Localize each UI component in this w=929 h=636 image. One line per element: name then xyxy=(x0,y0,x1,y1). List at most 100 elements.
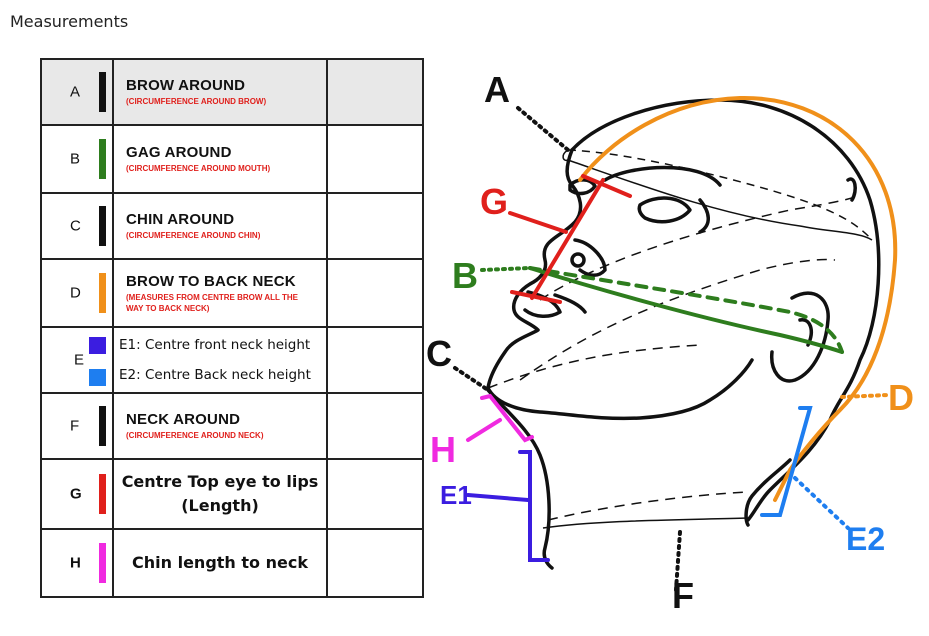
measurement-label: Chin length to neck xyxy=(132,553,308,572)
e1-label: E1: Centre front neck height xyxy=(119,337,311,353)
g-main xyxy=(530,178,605,300)
color-swatch xyxy=(99,406,106,446)
g-leader xyxy=(508,211,568,234)
page-title: Measurements xyxy=(10,12,129,31)
leaders-black xyxy=(453,106,682,592)
leader-f xyxy=(674,530,682,592)
h-leader xyxy=(466,418,502,442)
color-swatch-e1 xyxy=(89,337,106,354)
measurement-label-length: (Length) xyxy=(181,496,259,515)
value-cell[interactable] xyxy=(326,124,424,194)
neck-band-top xyxy=(547,491,749,521)
front-neck xyxy=(486,388,554,570)
value-cell[interactable] xyxy=(326,258,424,328)
leader-c xyxy=(453,366,490,392)
color-swatch xyxy=(99,474,106,514)
description-cell: NECK AROUND (CIRCUMFERENCE AROUND NECK) xyxy=(112,392,328,460)
ear xyxy=(770,291,830,383)
line-g-eye-to-lips xyxy=(508,174,632,304)
mouth xyxy=(523,290,562,318)
code-cell: E xyxy=(40,326,114,394)
label-e1: E1 xyxy=(440,480,472,510)
leader-d xyxy=(840,393,890,399)
description-cell: CHIN AROUND (CIRCUMFERENCE AROUND CHIN) xyxy=(112,192,328,260)
table-row-g: G Centre Top eye to lips (Length) xyxy=(40,458,424,530)
code-letter: H xyxy=(70,554,81,572)
brow-band-tip xyxy=(562,149,569,162)
code-cell: G xyxy=(40,458,114,530)
measurement-label: Centre Top eye to lips xyxy=(121,472,319,491)
measurement-label: BROW TO BACK NECK xyxy=(126,272,296,290)
measurement-label: CHIN AROUND xyxy=(126,211,235,228)
line-h-chin-to-neck xyxy=(466,393,534,443)
table-row-b: B GAG AROUND (CIRCUMFERENCE AROUND MOUTH… xyxy=(40,124,424,194)
measurements-table: A BROW AROUND (CIRCUMFERENCE AROUND BROW… xyxy=(40,58,424,598)
value-cell[interactable] xyxy=(326,392,424,460)
contour-lines xyxy=(487,194,861,389)
color-swatch xyxy=(99,273,106,313)
brow xyxy=(603,165,722,187)
contour-1 xyxy=(539,194,861,301)
code-cell: F xyxy=(40,392,114,460)
code-letter: B xyxy=(70,150,81,168)
measurement-note: (CIRCUMFERENCE AROUND MOUTH) xyxy=(126,164,271,173)
contour-2 xyxy=(519,258,836,381)
table-row-d: D BROW TO BACK NECK (MEASURES FROM CENTR… xyxy=(40,258,424,328)
code-letter: C xyxy=(70,217,81,235)
color-swatch xyxy=(99,543,106,583)
measurement-note: (MEASURES FROM CENTRE BROW ALL THE WAY T… xyxy=(126,292,298,313)
neck-band xyxy=(542,491,749,529)
measurement-note: (CIRCUMFERENCE AROUND BROW) xyxy=(126,97,267,106)
measurement-label: BROW AROUND xyxy=(126,77,246,94)
leader-a xyxy=(516,106,570,152)
brow-band-bottom xyxy=(567,159,873,241)
value-cell[interactable] xyxy=(326,192,424,260)
line-b-gag-around-back xyxy=(528,266,844,354)
measurement-note: (CIRCUMFERENCE AROUND CHIN) xyxy=(126,231,261,240)
color-swatch xyxy=(99,72,106,112)
label-h: H xyxy=(430,429,456,470)
lip-line xyxy=(553,293,587,314)
label-a: A xyxy=(484,69,510,110)
measurement-label: NECK AROUND xyxy=(126,411,241,428)
e1-bracket xyxy=(518,450,550,562)
g-cap-bottom xyxy=(510,290,562,304)
value-cell[interactable] xyxy=(326,326,424,394)
h-bracket xyxy=(480,393,534,443)
label-d: D xyxy=(888,377,914,418)
contour-3 xyxy=(487,344,701,389)
diagram-labels: A G B C D H E1 E2 F xyxy=(426,69,914,616)
brow-side xyxy=(698,198,710,234)
table-row-e: E E1: Centre front neck height E2: Centr… xyxy=(40,326,424,394)
value-cell[interactable] xyxy=(326,458,424,530)
color-swatch xyxy=(99,206,106,246)
value-cell[interactable] xyxy=(326,58,424,126)
code-letter: D xyxy=(70,284,81,302)
code-letter: F xyxy=(70,417,80,435)
label-g: G xyxy=(480,181,508,222)
code-letter: A xyxy=(70,83,81,101)
color-swatch-e2 xyxy=(89,369,106,386)
code-letter: G xyxy=(70,485,82,503)
line-e2-back-neck xyxy=(760,406,850,530)
nostril xyxy=(570,252,586,268)
e2-bracket xyxy=(760,406,813,517)
eye-right xyxy=(637,196,692,224)
table-row-f: F NECK AROUND (CIRCUMFERENCE AROUND NECK… xyxy=(40,392,424,460)
e2-leader xyxy=(793,476,850,530)
code-cell: A xyxy=(40,58,114,126)
code-cell: D xyxy=(40,258,114,328)
description-cell: BROW TO BACK NECK (MEASURES FROM CENTRE … xyxy=(112,258,328,328)
g-cap-top xyxy=(581,174,632,198)
code-cell: B xyxy=(40,124,114,194)
nose xyxy=(573,238,607,277)
description-cell: Centre Top eye to lips (Length) xyxy=(112,458,328,530)
brow-band xyxy=(562,149,873,241)
measurement-label: GAG AROUND xyxy=(126,144,232,161)
measurement-note: (CIRCUMFERENCE AROUND NECK) xyxy=(126,431,264,440)
skull-outline xyxy=(570,98,881,522)
label-e2: E2 xyxy=(846,521,885,557)
description-cell: GAG AROUND (CIRCUMFERENCE AROUND MOUTH) xyxy=(112,124,328,194)
value-cell[interactable] xyxy=(326,528,424,598)
